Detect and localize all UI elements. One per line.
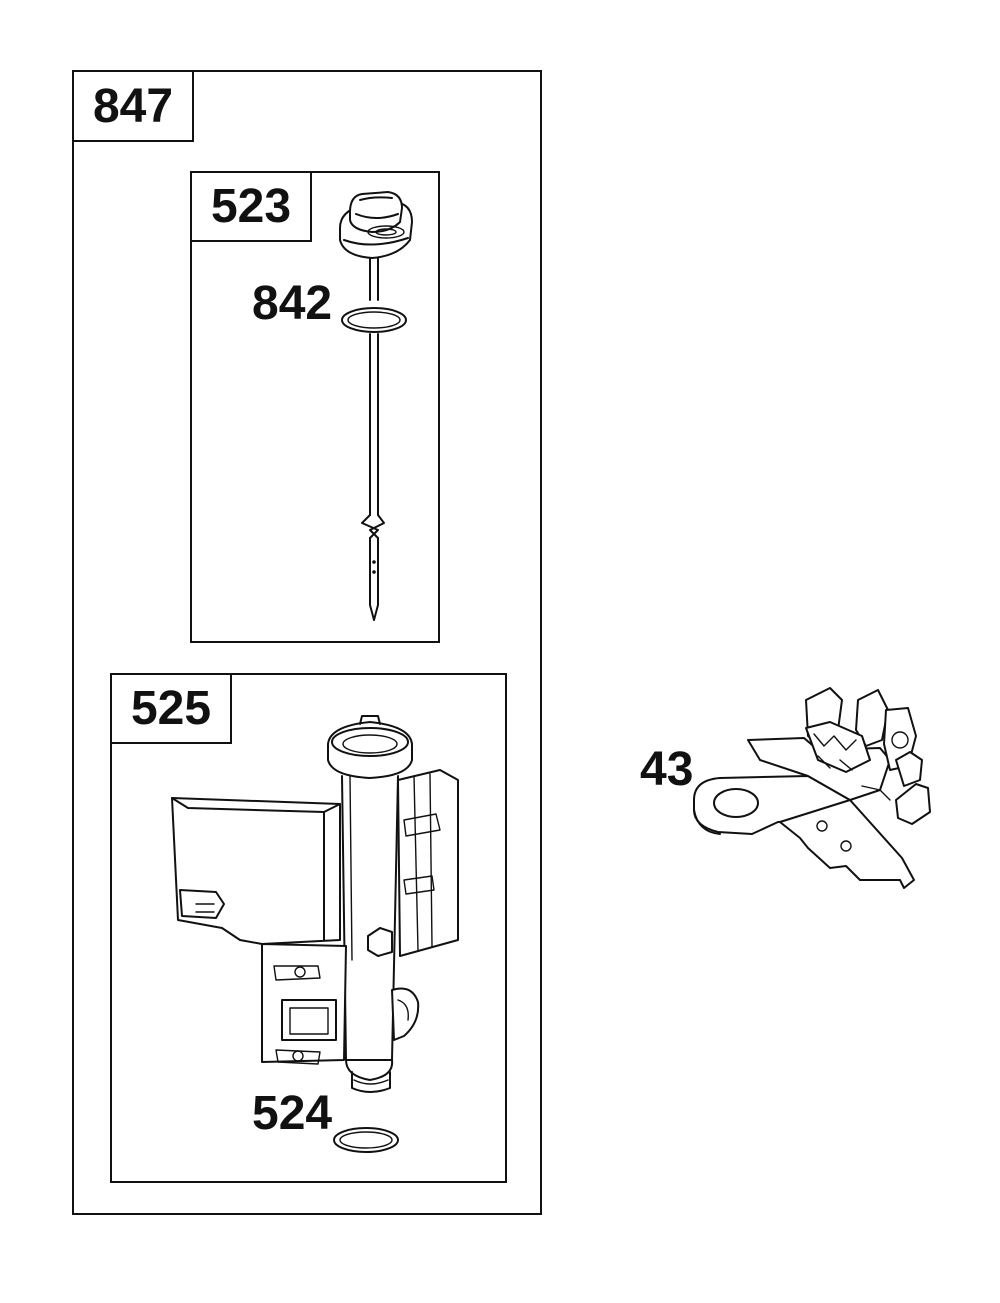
callout-524: 524 [252, 1087, 333, 1140]
bracket-assembly-43 [693, 687, 931, 889]
kit-525-frame [110, 673, 507, 1183]
kit-523-label: 523 [190, 171, 312, 242]
kit-523-frame [190, 171, 440, 643]
kit-847-label: 847 [72, 70, 194, 142]
kit-525-label: 525 [110, 673, 232, 744]
kit-847-frame [72, 70, 542, 1215]
callout-842: 842 [252, 277, 333, 330]
callout-43: 43 [640, 743, 694, 796]
